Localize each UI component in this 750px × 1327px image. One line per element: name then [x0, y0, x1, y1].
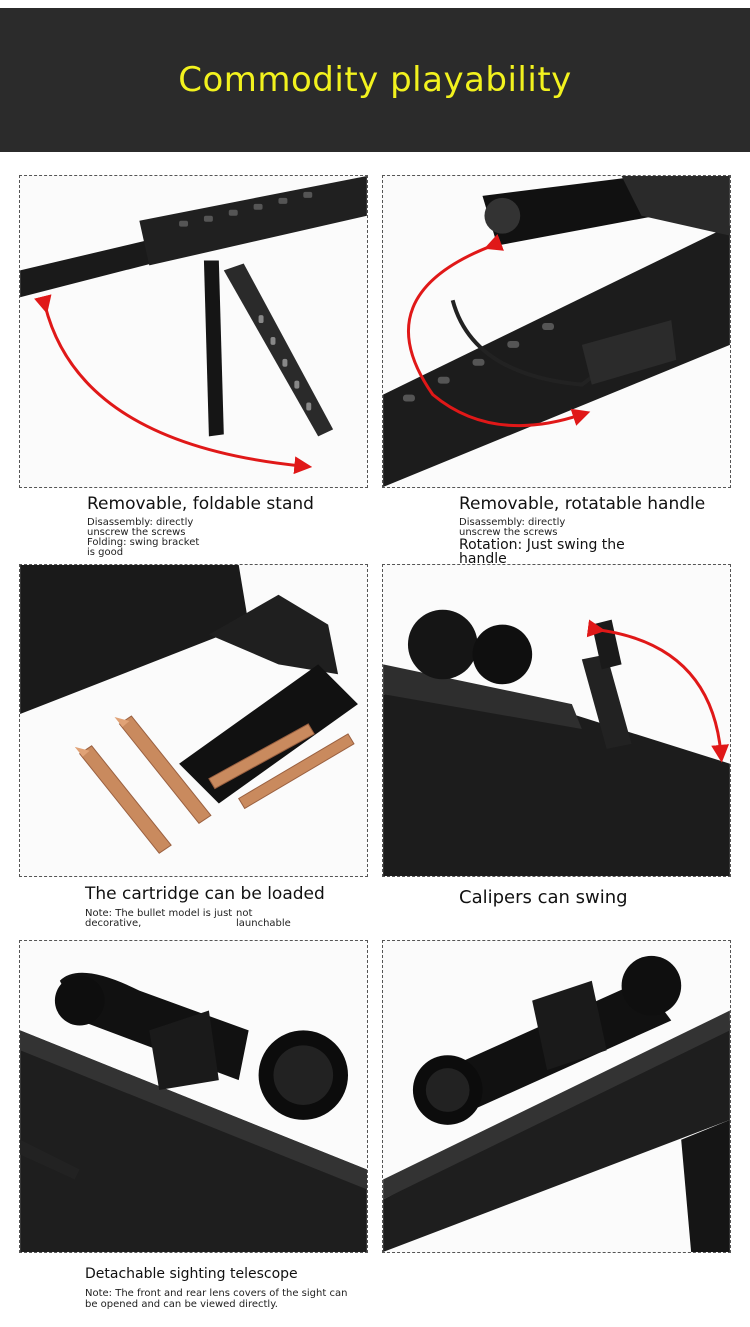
- caption-note: Note: The bullet model is just decorativ…: [85, 908, 233, 929]
- caption-title: Removable, rotatable handle: [459, 494, 706, 514]
- photo-foldable-stand: [19, 175, 368, 488]
- caption-note: Disassembly: directly unscrew the screws: [87, 517, 194, 538]
- caption-title: The cartridge can be loaded: [85, 884, 325, 904]
- photo-calipers: [382, 564, 731, 877]
- header-banner: Commodity playability: [0, 8, 750, 152]
- caption-note: Note: The front and rear lens covers of …: [85, 1288, 348, 1310]
- caption-note: Rotation: Just swing the handle: [459, 537, 625, 567]
- caption-title: Removable, foldable stand: [87, 494, 314, 514]
- caption-note: not launchable: [236, 908, 291, 929]
- caption-title: Calipers can swing: [459, 887, 628, 908]
- photo-rotatable-handle: [382, 175, 731, 488]
- caption-note: Disassembly: directly unscrew the screws: [459, 517, 566, 538]
- page-title: Commodity playability: [178, 60, 572, 100]
- photo-telescope-left: [19, 940, 368, 1253]
- photo-cartridge: [19, 564, 368, 877]
- photo-telescope-right: [382, 940, 731, 1253]
- caption-title: Detachable sighting telescope: [85, 1266, 298, 1282]
- caption-note: Folding: swing bracket is good: [87, 537, 200, 558]
